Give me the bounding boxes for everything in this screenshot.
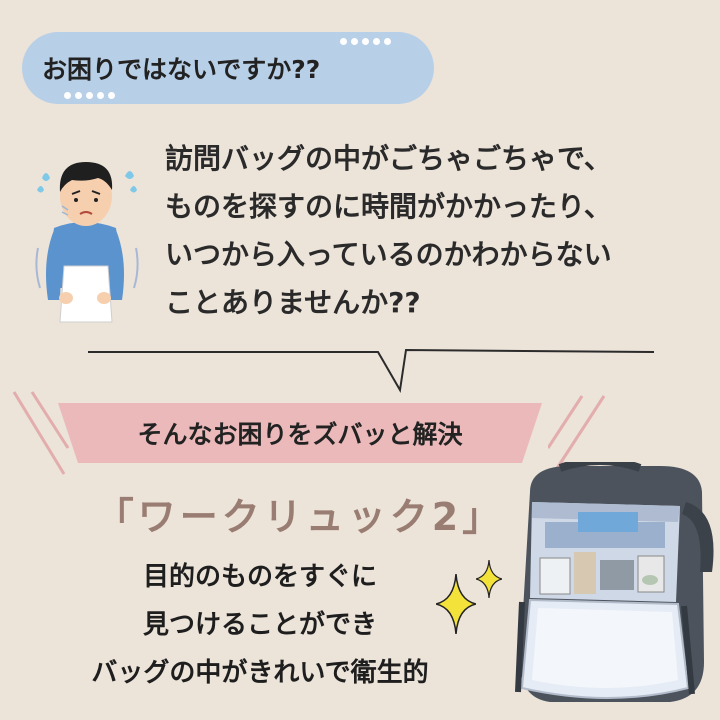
right-accent-lines bbox=[548, 395, 606, 477]
problem-line: ことありませんか?? bbox=[165, 286, 421, 319]
problem-line: 訪問バッグの中がごちゃごちゃで、 bbox=[165, 142, 612, 175]
sparkle-small-icon bbox=[476, 560, 502, 598]
left-accent-lines bbox=[12, 391, 70, 475]
question-heading: お困りではないですか?? bbox=[42, 55, 321, 84]
problem-line: いつから入っているのかわからない bbox=[165, 238, 612, 271]
backpack-product-image bbox=[515, 462, 714, 702]
benefit-line: バッグの中がきれいで衛生的 bbox=[91, 658, 429, 688]
solution-banner: そんなお困りをズバッと解決 bbox=[137, 420, 463, 449]
pill-dots-bottom bbox=[64, 92, 115, 99]
benefit-line: 目的のものをすぐに bbox=[142, 562, 377, 592]
benefit-line: 見つけることができ bbox=[142, 610, 377, 640]
product-name: 「ワークリュック2」 bbox=[95, 494, 505, 539]
troubled-man-illustration bbox=[35, 162, 139, 323]
pill-dots-top bbox=[340, 38, 391, 45]
problem-description: 訪問バッグの中がごちゃごちゃで、 ものを探すのに時間がかかったり、 いつから入っ… bbox=[165, 135, 705, 327]
problem-line: ものを探すのに時間がかかったり、 bbox=[165, 190, 612, 223]
sparkle-icon bbox=[436, 574, 476, 634]
solution-banner-shape bbox=[58, 403, 542, 463]
speech-divider bbox=[88, 348, 655, 393]
